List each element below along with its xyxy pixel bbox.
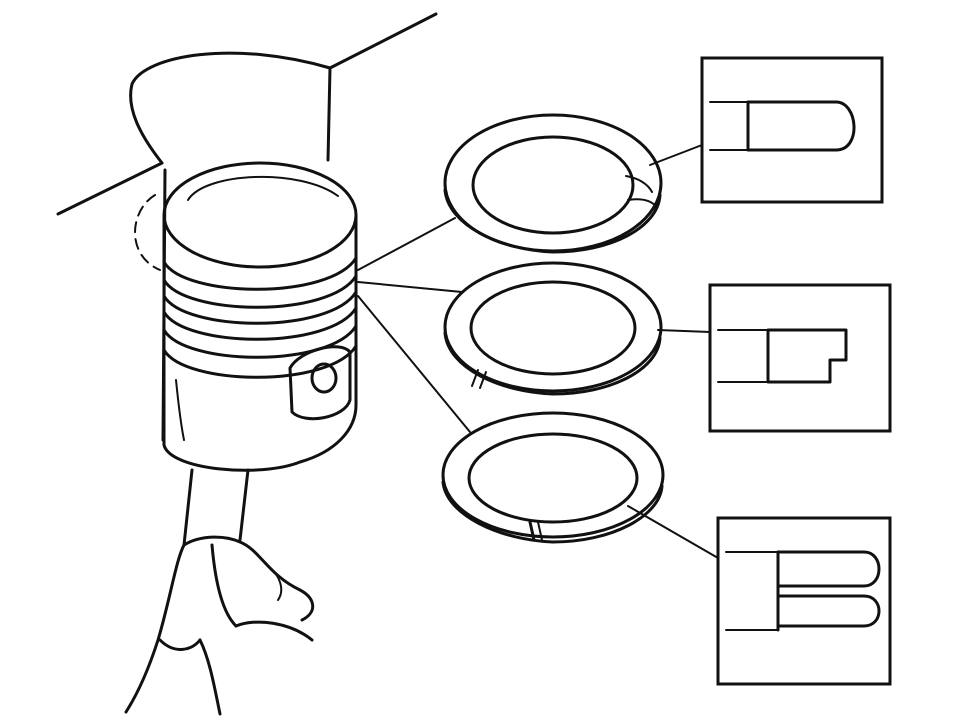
connecting-rod: [124, 468, 315, 716]
ring-profile-oil: [716, 516, 892, 686]
top-ring: [443, 113, 663, 254]
leader-lines-rings: [627, 144, 719, 559]
ring-profile-top: [700, 56, 884, 204]
ring-profile-second: [708, 283, 892, 433]
second-ring: [443, 261, 663, 396]
piston: [162, 161, 358, 472]
leader-lines-piston: [357, 217, 471, 433]
oil-ring: [441, 411, 665, 544]
